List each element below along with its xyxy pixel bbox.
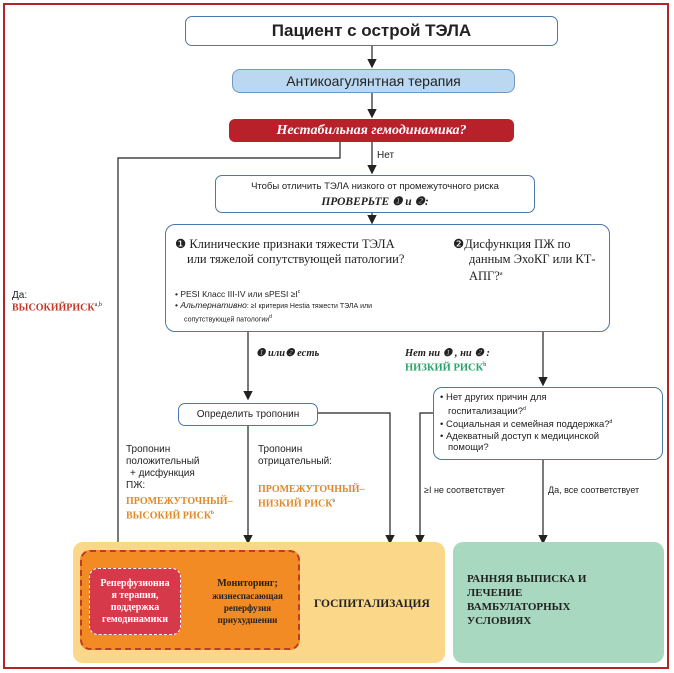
troponin-label: Определить тропонин — [196, 409, 300, 420]
yes-label: Да: — [12, 290, 28, 301]
patient-title-box: Пациент с острой ТЭЛА — [185, 16, 558, 46]
criterion-2: ❷Дисфункция ПЖ по данным ЭхоКГ или КТ- А… — [453, 237, 596, 284]
either-present-label: ❶ или❷ есть — [256, 348, 320, 359]
unstable-hemodynamics-box: Нестабильная гемодинамика? — [229, 119, 514, 142]
high-risk-label: ВЫСОКИЙРИСКa,b — [12, 302, 102, 314]
neither-present-label: Нет ни ❶ , ни ❷ : — [405, 348, 490, 359]
hospitalization-label: ГОСПИТАЛИЗАЦИЯ — [314, 598, 430, 610]
intermediate-low-risk-label: ПРОМЕЖУТОЧНЫЙ– НИЗКИЙ РИСКb — [258, 484, 365, 510]
unstable-hemodynamics-label: Нестабильная гемодинамика? — [276, 122, 467, 138]
reperfusion-label: Реперфузионна я терапия, поддержка гемод… — [100, 577, 170, 625]
anticoagulant-box: Антикоагулянтная терапия — [232, 69, 515, 93]
early-discharge-box: РАННЯЯ ВЫПИСКА И ЛЕЧЕНИЕ ВАМБУЛАТОРНЫХ У… — [453, 542, 664, 663]
distinguish-box: Чтобы отличить ТЭЛА низкого от промежуто… — [215, 175, 535, 213]
patient-title: Пациент с острой ТЭЛА — [271, 21, 472, 40]
all-match-label: Да, все соответствует — [548, 485, 640, 495]
criteria-box: ❶ Клинические признаки тяжести ТЭЛА или … — [165, 224, 610, 332]
distinguish-text: Чтобы отличить ТЭЛА низкого от промежуто… — [251, 180, 499, 192]
outer-frame — [3, 3, 669, 669]
criterion-1: ❶ Клинические признаки тяжести ТЭЛА или … — [175, 237, 405, 266]
discharge-checklist: • Нет других причин для госпитализации?d… — [440, 392, 613, 454]
troponin-negative-text: Тропонин отрицательный: — [258, 444, 332, 467]
anticoagulant-label: Антикоагулянтная терапия — [286, 73, 461, 89]
monitoring-label: Мониторинг; жизнеспасающая реперфузия пр… — [212, 578, 283, 625]
check-both-text: ПРОВЕРЬТЕ ❶ и ❷: — [321, 195, 429, 208]
no-label: Нет — [377, 150, 395, 161]
reperfusion-box: Реперфузионна я терапия, поддержка гемод… — [89, 568, 181, 635]
criterion-1-details: • PESI Класс III-IV или sPESI ≥Ic • Альт… — [175, 288, 373, 324]
troponin-positive-text: Тропонин положительный + дисфункция ПЖ: — [126, 444, 200, 491]
low-risk-label: НИЗКИЙ РИСКb — [405, 362, 487, 374]
intermediate-high-risk-label: ПРОМЕЖУТОЧНЫЙ– ВЫСОКИЙ РИСКb — [126, 496, 233, 522]
early-discharge-label: РАННЯЯ ВЫПИСКА И ЛЕЧЕНИЕ ВАМБУЛАТОРНЫХ У… — [467, 573, 587, 627]
not-match-label: ≥I не соответствует — [424, 485, 505, 495]
troponin-box: Определить тропонин — [178, 403, 318, 426]
discharge-checklist-box: • Нет других причин для госпитализации?d… — [433, 387, 663, 460]
